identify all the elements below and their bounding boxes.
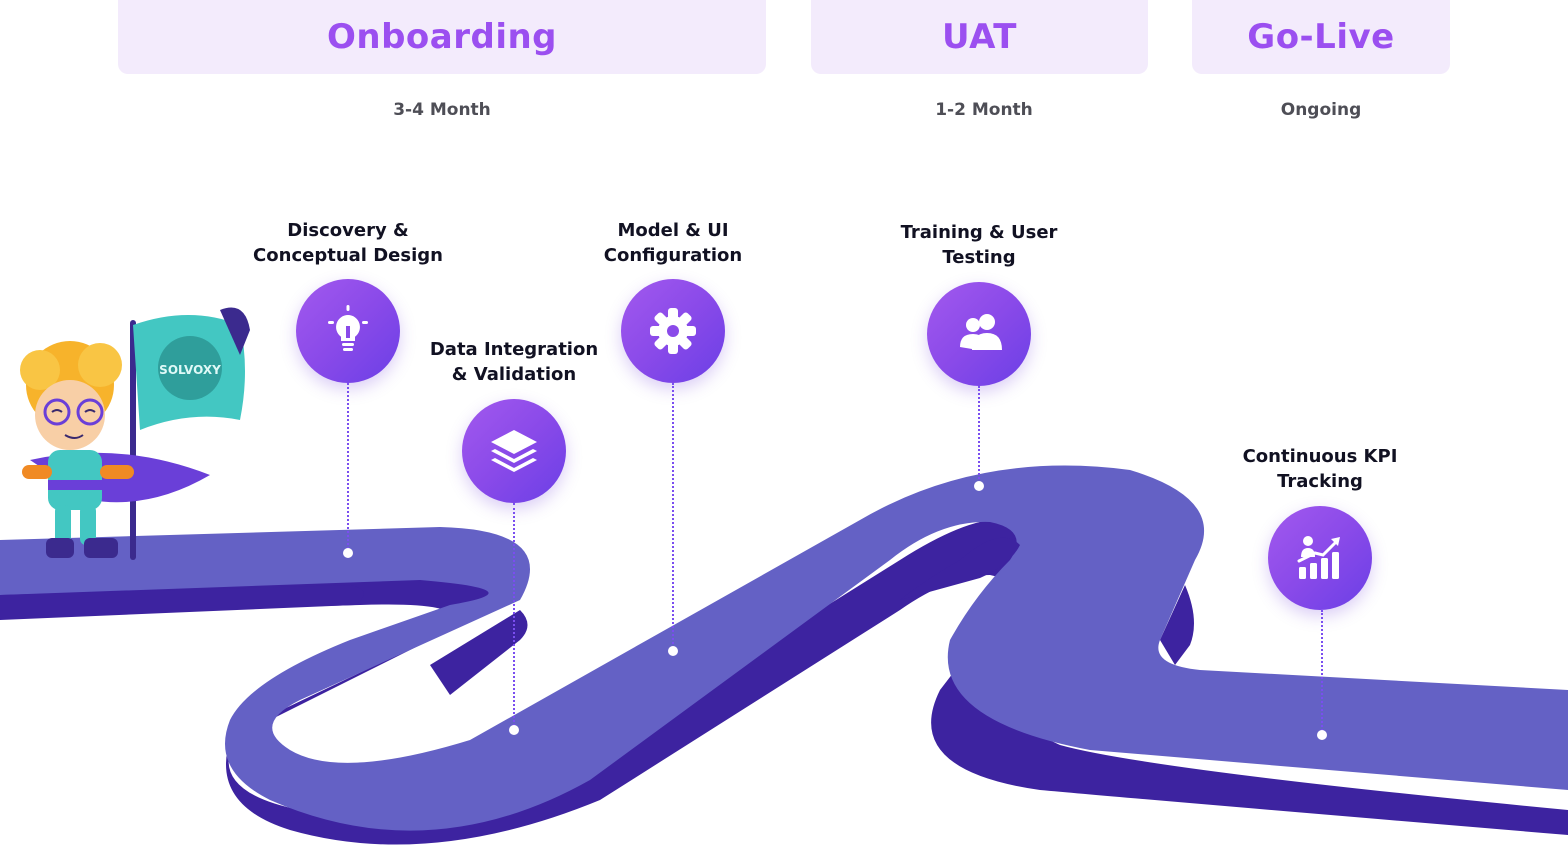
- road-marker-kpi-tracking: [1317, 730, 1327, 740]
- mascot-illustration: SOLVOXY: [20, 307, 250, 560]
- users-icon: [960, 314, 1002, 350]
- phase-header-go-live: Go-Live: [1192, 0, 1450, 74]
- step-label-line1: Data Integration: [429, 339, 599, 360]
- phase-duration-onboarding: 3-4 Month: [393, 100, 491, 120]
- road-marker-data-integration: [509, 725, 519, 735]
- step-label-kpi-tracking: Continuous KPI Tracking: [1243, 444, 1398, 494]
- step-label-line2: Testing: [942, 247, 1016, 268]
- step-icon-data-integration: [462, 399, 566, 503]
- step-icon-training: [927, 282, 1031, 386]
- step-label-line2: Conceptual Design: [253, 245, 443, 266]
- step-icon-kpi-tracking: [1268, 506, 1372, 610]
- gear-icon: [650, 308, 696, 354]
- step-label-line1: Discovery &: [287, 220, 409, 241]
- step-connector-training: [978, 386, 980, 486]
- step-label-line2: & Validation: [451, 364, 577, 385]
- road-marker-model-ui: [668, 646, 678, 656]
- phase-title: Go-Live: [1247, 17, 1395, 57]
- step-label-line2: Configuration: [603, 245, 743, 266]
- layers-icon: [491, 430, 537, 472]
- step-label-data-integration: Data Integration & Validation: [430, 337, 598, 387]
- step-connector-discovery: [347, 383, 349, 553]
- step-label-line1: Model & UI: [617, 220, 729, 241]
- road-marker-discovery: [343, 548, 353, 558]
- step-label-model-ui: Model & UI Configuration: [604, 218, 742, 268]
- step-icon-model-ui: [621, 279, 725, 383]
- phase-header-uat: UAT: [811, 0, 1148, 74]
- step-label-line1: Training & User: [900, 222, 1058, 243]
- phase-title: Onboarding: [326, 17, 558, 57]
- phase-title: UAT: [942, 17, 1017, 57]
- step-connector-model-ui: [672, 383, 674, 651]
- step-label-training: Training & User Testing: [901, 220, 1058, 270]
- growth-chart-icon: [1297, 536, 1340, 579]
- step-label-discovery: Discovery & Conceptual Design: [253, 218, 443, 268]
- flag-logo-text: SOLVOXY: [159, 363, 221, 377]
- step-connector-kpi-tracking: [1321, 610, 1323, 735]
- road-marker-training: [974, 481, 984, 491]
- step-icon-discovery: [296, 279, 400, 383]
- phase-duration-go-live: Ongoing: [1280, 100, 1362, 120]
- lightbulb-icon: [328, 305, 368, 351]
- step-connector-data-integration: [513, 503, 515, 730]
- step-label-line1: Continuous KPI: [1242, 446, 1398, 467]
- step-label-line2: Tracking: [1277, 471, 1363, 492]
- phase-duration-uat: 1-2 Month: [935, 100, 1033, 120]
- phase-header-onboarding: Onboarding: [118, 0, 766, 74]
